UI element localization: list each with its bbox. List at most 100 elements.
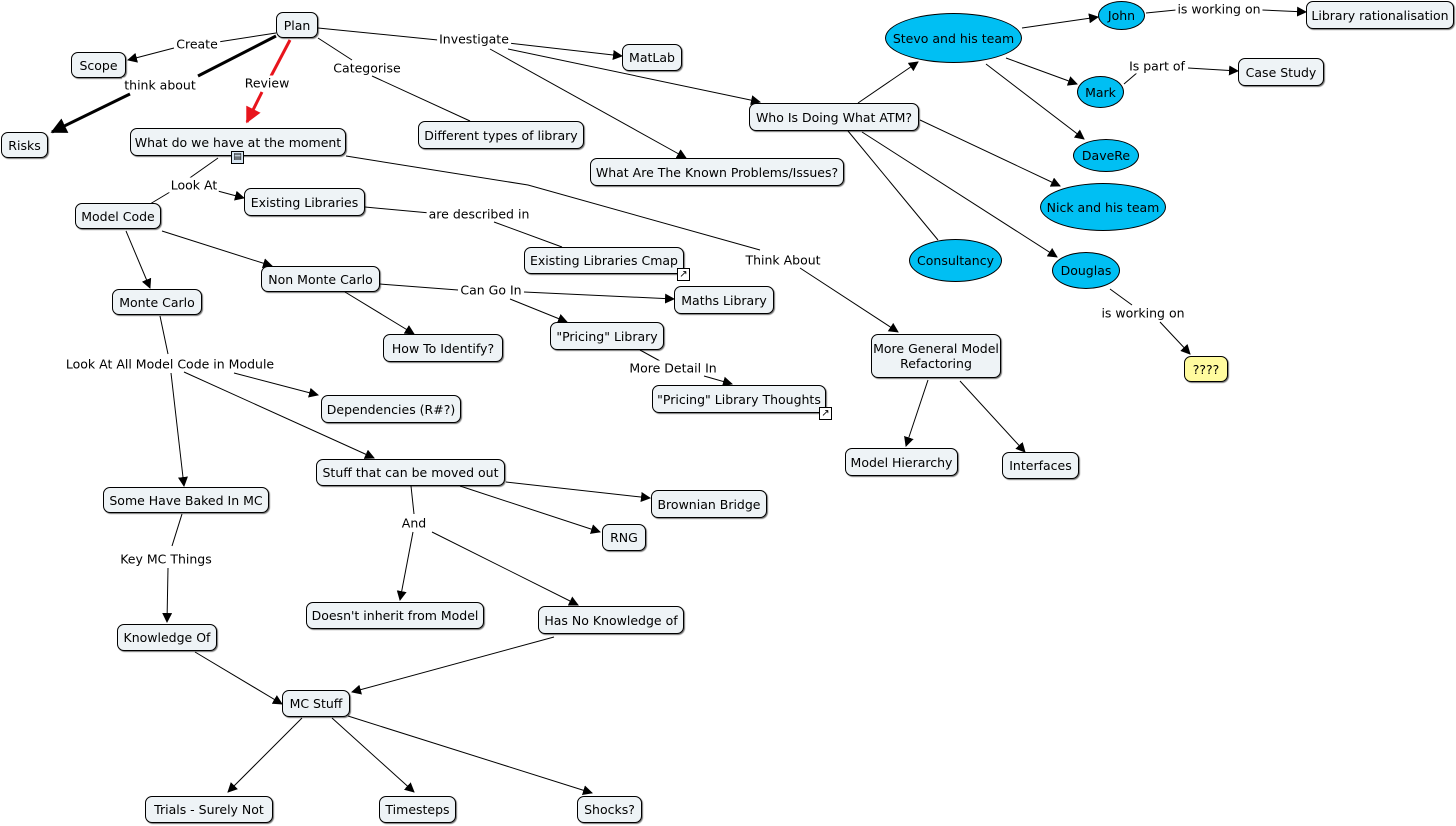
- node-scope-label: Scope: [79, 57, 118, 73]
- link-label-are-described-in: are described in: [426, 206, 532, 222]
- link-mcstuff-shocks: [347, 715, 593, 796]
- link-modelcode-nonmc: [161, 230, 273, 269]
- node-stuff-moved-out[interactable]: Stuff that can be moved out: [316, 459, 505, 486]
- link-who-nick: [919, 119, 1061, 187]
- node-what-do-we-have-label: What do we have at the moment: [134, 134, 342, 150]
- link-label-investigate: Investigate: [437, 31, 511, 47]
- node-rng[interactable]: RNG: [602, 524, 646, 551]
- external-link-icon[interactable]: ↗: [819, 407, 832, 420]
- link-plan-create: [217, 32, 277, 43]
- link-investigate-matlab: [507, 42, 623, 60]
- node-model-code-label: Model Code: [81, 208, 155, 224]
- node-how-to-identify[interactable]: How To Identify?: [383, 334, 503, 362]
- node-pricing-library-label: "Pricing" Library: [556, 328, 658, 344]
- node-john-label: John: [1107, 8, 1136, 23]
- link-stuff-and: [410, 485, 415, 515]
- node-unknown[interactable]: ????: [1184, 356, 1228, 382]
- node-different-types[interactable]: Different types of library: [418, 121, 584, 149]
- node-pricing-library[interactable]: "Pricing" Library: [550, 322, 664, 350]
- link-stevo-mark: [1005, 57, 1078, 86]
- node-model-code[interactable]: Model Code: [75, 203, 161, 229]
- link-who-douglas: [861, 131, 1058, 258]
- node-monte-carlo[interactable]: Monte Carlo: [112, 289, 202, 315]
- link-knowledge-mcstuff: [194, 651, 283, 705]
- node-stevo[interactable]: Stevo and his team: [885, 13, 1022, 63]
- node-maths-library-label: Maths Library: [681, 292, 767, 308]
- node-trials[interactable]: Trials - Surely Not: [145, 796, 273, 823]
- node-consultancy-label: Consultancy: [917, 253, 994, 268]
- link-what-thinkabout: [345, 155, 761, 251]
- node-existing-libraries[interactable]: Existing Libraries: [244, 188, 365, 216]
- node-trials-label: Trials - Surely Not: [154, 802, 264, 817]
- link-refactoring-hierarchy: [904, 379, 929, 447]
- node-general-refactoring-label: More General Model Refactoring: [873, 341, 999, 371]
- node-scope[interactable]: Scope: [71, 52, 126, 78]
- node-maths-library[interactable]: Maths Library: [674, 286, 774, 314]
- node-risks[interactable]: Risks: [1, 132, 48, 158]
- external-link-icon[interactable]: ↗: [677, 268, 690, 281]
- link-create-scope: [127, 47, 175, 63]
- link-categorise-types: [371, 75, 471, 122]
- node-existing-libraries-cmap[interactable]: Existing Libraries Cmap: [524, 247, 684, 274]
- node-library-rationalisation[interactable]: Library rationalisation: [1306, 1, 1454, 29]
- node-matlab[interactable]: MatLab: [622, 44, 682, 71]
- link-worklabel-rationalisation: [1261, 6, 1307, 17]
- node-no-knowledge-label: Has No Knowledge of: [544, 612, 678, 628]
- node-model-hierarchy[interactable]: Model Hierarchy: [845, 448, 958, 476]
- link-label-more-detail-in: More Detail In: [627, 360, 719, 376]
- link-noknowledge-mcstuff: [351, 636, 555, 695]
- document-icon[interactable]: ▤: [231, 151, 244, 164]
- node-plan[interactable]: Plan: [276, 12, 318, 38]
- node-interfaces[interactable]: Interfaces: [1002, 452, 1079, 479]
- node-brownian-bridge[interactable]: Brownian Bridge: [651, 490, 767, 518]
- node-baked-in-mc[interactable]: Some Have Baked In MC: [103, 487, 269, 513]
- node-who-is-doing-label: Who Is Doing What ATM?: [755, 109, 913, 125]
- link-baked-keymc: [171, 513, 183, 547]
- link-label-can-go-in: Can Go In: [458, 282, 524, 298]
- node-mc-stuff-label: MC Stuff: [289, 696, 343, 711]
- link-label-key-mc-things: Key MC Things: [118, 551, 214, 567]
- node-knowledge-of[interactable]: Knowledge Of: [117, 624, 217, 651]
- node-stuff-moved-out-label: Stuff that can be moved out: [322, 465, 499, 480]
- link-plan-review: [268, 39, 292, 79]
- link-moredetail-thoughts: [703, 375, 733, 387]
- node-shocks[interactable]: Shocks?: [577, 796, 642, 823]
- node-mark[interactable]: Mark: [1077, 76, 1124, 108]
- node-timesteps-label: Timesteps: [385, 802, 450, 817]
- node-pricing-thoughts-label: "Pricing" Library Thoughts: [657, 391, 821, 407]
- node-davere[interactable]: DaveRe: [1073, 139, 1139, 172]
- node-non-monte-carlo[interactable]: Non Monte Carlo: [261, 266, 380, 292]
- node-interfaces-label: Interfaces: [1009, 458, 1072, 473]
- node-known-problems[interactable]: What Are The Known Problems/Issues?: [590, 158, 844, 186]
- link-label-is-part-of: Is part of: [1127, 58, 1187, 74]
- node-non-monte-carlo-label: Non Monte Carlo: [268, 271, 373, 287]
- link-stevo-john: [1021, 13, 1099, 29]
- link-nonmc-cangoin: [379, 283, 459, 291]
- node-douglas-label: Douglas: [1060, 263, 1112, 278]
- node-no-knowledge[interactable]: Has No Knowledge of: [538, 606, 684, 634]
- node-case-study[interactable]: Case Study: [1238, 58, 1324, 86]
- node-nick[interactable]: Nick and his team: [1040, 183, 1166, 231]
- node-john[interactable]: John: [1098, 1, 1145, 30]
- link-who-consultancy: [847, 130, 939, 241]
- link-label-create: Create: [174, 36, 220, 52]
- node-consultancy[interactable]: Consultancy: [909, 239, 1002, 282]
- node-timesteps[interactable]: Timesteps: [379, 796, 456, 823]
- node-rng-label: RNG: [610, 530, 638, 545]
- node-mc-stuff[interactable]: MC Stuff: [282, 690, 350, 717]
- node-dependencies[interactable]: Dependencies (R#?): [321, 395, 461, 423]
- link-modelcode-montecarlo: [125, 230, 152, 289]
- link-thinkabout-refactoring: [799, 267, 899, 333]
- node-doesnt-inherit[interactable]: Doesn't inherit from Model: [306, 602, 484, 629]
- node-model-hierarchy-label: Model Hierarchy: [850, 454, 953, 470]
- node-baked-in-mc-label: Some Have Baked In MC: [109, 492, 263, 508]
- node-pricing-thoughts[interactable]: "Pricing" Library Thoughts: [652, 385, 826, 413]
- node-douglas[interactable]: Douglas: [1052, 252, 1120, 289]
- link-and-doesnt: [396, 531, 414, 601]
- node-general-refactoring[interactable]: More General Model Refactoring: [871, 334, 1001, 378]
- node-who-is-doing[interactable]: Who Is Doing What ATM?: [749, 103, 919, 131]
- node-existing-libraries-cmap-label: Existing Libraries Cmap: [530, 253, 678, 268]
- link-label-is-working-on-john: is working on: [1175, 1, 1263, 17]
